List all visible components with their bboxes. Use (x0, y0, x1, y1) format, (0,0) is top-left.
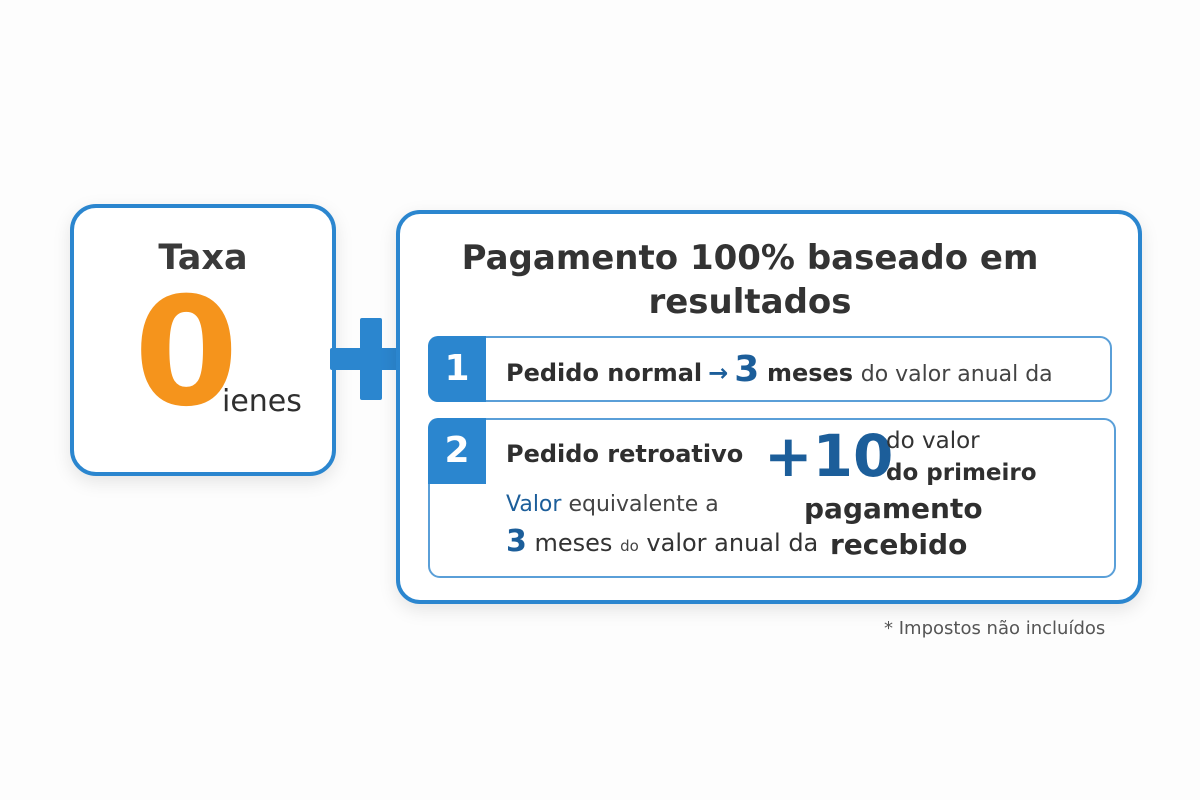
result-card: Pagamento 100% baseado em resultados 1 P… (396, 210, 1142, 604)
row2-sub-number: 3 (506, 524, 527, 559)
row1-text: Pedido normal→3 meses do valor anual da (506, 350, 1053, 395)
arrow-right-icon: → (708, 359, 729, 387)
row2-sub-small: do (620, 537, 639, 555)
result-title-line2: resultados (648, 282, 852, 322)
row2-side-line1: do valor (886, 428, 980, 454)
row2-sub-line1: Valor equivalente a (506, 492, 719, 517)
fee-unit: ienes (222, 384, 302, 419)
fee-title: Taxa (158, 238, 248, 278)
plan-row-retroactive: 2 Pedido retroativo +10 do valor do prim… (428, 418, 1116, 578)
row2-sub-tail: valor anual da (646, 529, 819, 557)
tax-note: * Impostos não incluídos (884, 618, 1106, 639)
row-number-badge: 1 (428, 336, 486, 402)
row2-label: Pedido retroativo (506, 440, 744, 468)
fee-amount: 0 (134, 266, 239, 440)
plus-icon (330, 318, 412, 400)
row2-sub-line2: 3 meses do valor anual da (506, 524, 818, 559)
row2-sub-rest: equivalente a (568, 492, 719, 517)
row-number-badge: 2 (428, 418, 486, 484)
row2-sub-months: meses (534, 529, 613, 557)
result-title: Pagamento 100% baseado em resultados (440, 236, 1060, 324)
row2-big-line1: pagamento (804, 492, 983, 525)
row2-side-line2: do primeiro (886, 460, 1037, 486)
row2-sub-accent: Valor (506, 492, 562, 517)
fee-card: Taxa 0 ienes (70, 204, 336, 476)
row2-bonus: +10 (764, 422, 894, 490)
result-title-line1: Pagamento 100% baseado em (461, 238, 1039, 278)
row2-big-line2: recebido (830, 528, 968, 561)
row1-months-number: 3 (734, 349, 760, 390)
row1-tail: do valor anual da (860, 362, 1053, 387)
plan-row-normal: 1 Pedido normal→3 meses do valor anual d… (428, 336, 1112, 402)
row1-label: Pedido normal (506, 359, 703, 387)
row1-months-word: meses (766, 359, 854, 387)
